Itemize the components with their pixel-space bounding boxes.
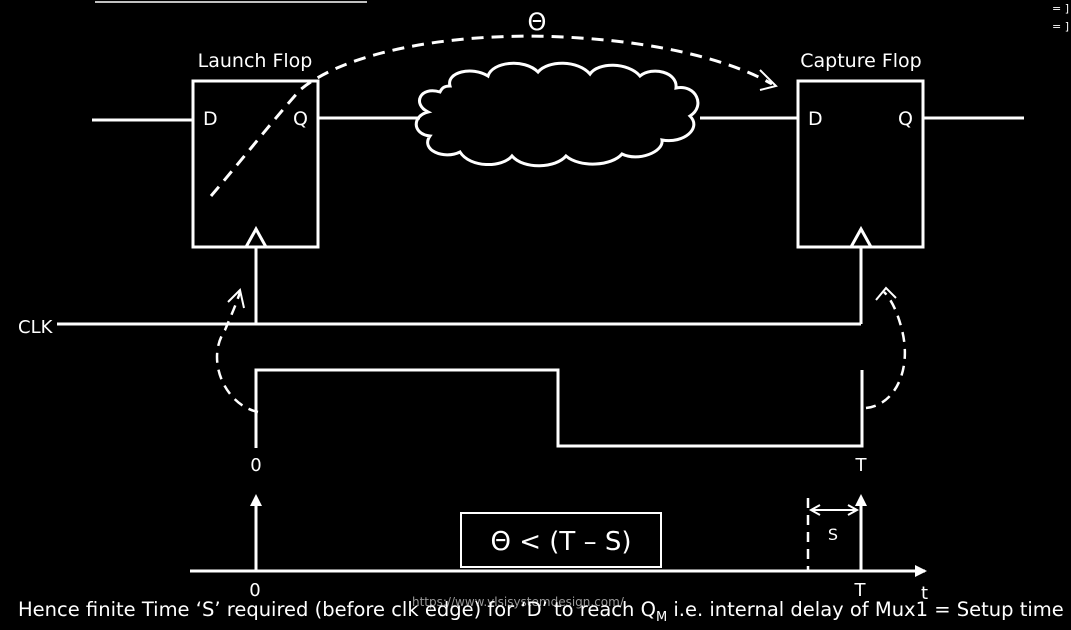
inequality-box — [460, 512, 662, 568]
capture-edge-arrowhead — [875, 286, 897, 301]
launch-edge-arrowhead — [227, 288, 245, 309]
launch-q-pin: Q — [293, 108, 308, 130]
launch-event-arrowhead — [250, 494, 262, 506]
setup-span-left-head — [808, 504, 821, 516]
footer-subscript: M — [655, 609, 668, 625]
launch-flop: D Q — [191, 79, 320, 249]
clock-waveform — [254, 368, 864, 448]
capture-edge-arrow — [865, 291, 907, 410]
capture-event-arrowhead — [855, 494, 867, 506]
setup-span-right-head — [847, 504, 860, 516]
launch-d-pin: D — [203, 108, 218, 130]
theta-arrowhead — [759, 69, 778, 91]
corner-mark: = ] — [1051, 20, 1069, 33]
inequality-text: Θ < (T – S) — [491, 527, 632, 557]
corner-marks: = ] = ] — [1052, 0, 1069, 36]
footer-tail-text: i.e. internal delay of Mux1 = Setup time — [667, 598, 1064, 621]
capture-q-pin: Q — [898, 108, 913, 130]
theta-label: Θ — [528, 8, 547, 36]
capture-d-pin: D — [808, 108, 823, 130]
axis-T-label: T — [854, 580, 867, 601]
theta-path-arrow — [209, 34, 773, 197]
logic-cloud — [414, 61, 700, 168]
time-axis-arrowhead — [915, 565, 927, 577]
wave-zero-label: 0 — [250, 455, 261, 476]
launch-flop-label: Launch Flop — [198, 50, 313, 72]
wave-T-label: T — [855, 455, 868, 476]
corner-mark: = ] — [1051, 2, 1069, 15]
time-axis-label: t — [921, 583, 928, 604]
footer-main-text: Hence finite Time ‘S’ required (before c… — [18, 598, 656, 621]
capture-flop: D Q — [796, 79, 925, 249]
footer-caption: Hence finite Time ‘S’ required (before c… — [18, 598, 1064, 625]
clk-label: CLK — [18, 317, 54, 338]
capture-flop-label: Capture Flop — [800, 50, 921, 72]
watermark: https://www.vlsisystemdesign.com/ — [412, 595, 624, 609]
setup-label: S — [828, 525, 838, 544]
axis-zero-label: 0 — [249, 580, 260, 601]
launch-edge-arrow — [215, 291, 259, 414]
